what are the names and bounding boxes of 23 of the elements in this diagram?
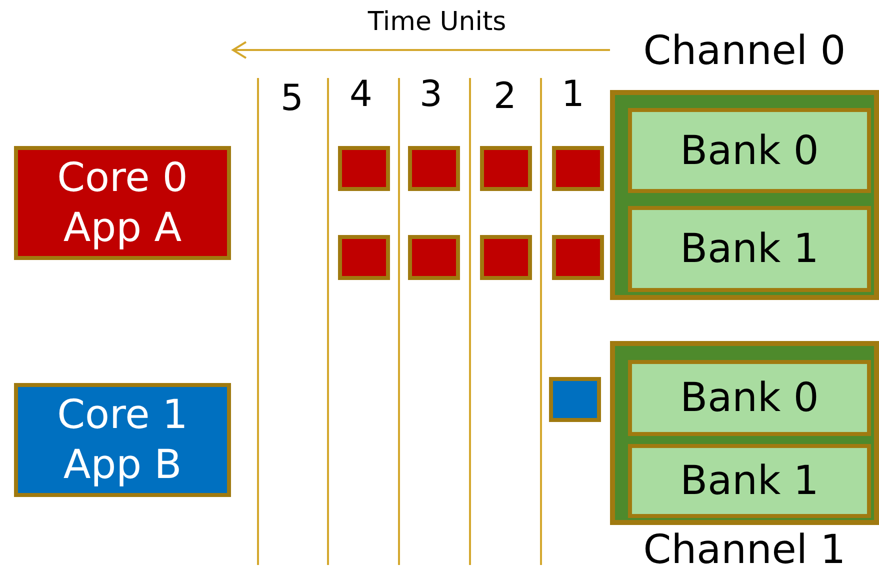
bank-box: Bank 0 [628, 360, 871, 436]
time-unit-number: 3 [420, 74, 442, 116]
request-square [480, 235, 532, 280]
request-square [408, 235, 460, 280]
request-square [408, 146, 460, 191]
channel-label: Channel 1 [642, 527, 847, 573]
bank-box: Bank 1 [628, 444, 871, 518]
channel-label: Channel 0 [642, 28, 847, 74]
request-square [552, 235, 604, 280]
bank-box: Bank 0 [628, 108, 871, 193]
time-unit-number: 4 [350, 74, 372, 116]
time-unit-number: 5 [280, 78, 304, 120]
time-unit-number: 1 [562, 74, 584, 116]
core-box: Core 0 App A [14, 146, 231, 260]
request-square [338, 235, 390, 280]
request-square [549, 377, 601, 422]
request-square [338, 146, 390, 191]
bank-box: Bank 1 [628, 206, 871, 292]
time-unit-number: 2 [494, 76, 516, 118]
core-box: Core 1 App B [14, 383, 231, 497]
request-square [480, 146, 532, 191]
axis-label: Time Units [368, 8, 506, 38]
request-square [552, 146, 604, 191]
